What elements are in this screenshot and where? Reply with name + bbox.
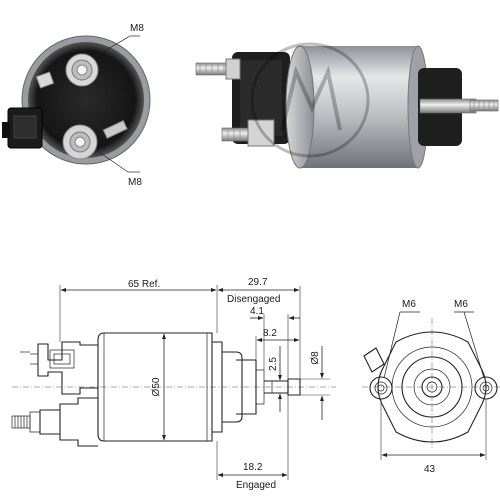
label-4-1: 4.1 [250, 306, 264, 317]
dim-4-1: 4.1 [250, 306, 300, 381]
silver-cylinder-body [285, 45, 429, 169]
threaded-stud [11, 415, 31, 429]
solenoid-body-outline [97, 332, 301, 442]
dim-engaged: 18.2 Engaged [216, 395, 289, 491]
callout-m6-right: M6 [454, 299, 468, 310]
terminal-block [11, 341, 98, 447]
connector-plug [2, 107, 43, 149]
label-8-2: 8.2 [263, 328, 277, 339]
photo-front-view: M8 M8 [2, 23, 151, 188]
top-terminal-bolt [65, 53, 99, 87]
bottom-stud [221, 119, 275, 147]
label-dia-8: Ø8 [310, 351, 321, 365]
dim-diameter-50: Ø50 [151, 333, 166, 441]
dim-overall-length: 65 Ref. [59, 279, 218, 342]
callout-m8-top: M8 [130, 23, 144, 34]
label-2-5: 2.5 [268, 357, 279, 371]
bottom-terminal-bolt [62, 120, 128, 160]
label-65-ref: 65 Ref. [128, 279, 160, 290]
photo-side-view [195, 42, 499, 169]
dim-2-5: 2.5 [268, 346, 282, 412]
terminal-left [369, 376, 393, 400]
end-view-drawing: M6 M6 43 [362, 299, 500, 475]
plunger-shaft [419, 98, 499, 114]
label-engaged: Engaged [236, 480, 276, 491]
dim-disengaged: 29.7 Disengaged [217, 277, 301, 379]
label-dia-50: Ø50 [151, 377, 162, 396]
dim-diameter-8: Ø8 [300, 346, 330, 420]
side-view-drawing: 65 Ref. 29.7 Disengaged 4.1 8.2 2.5 [11, 277, 336, 491]
top-stud [195, 58, 241, 80]
dim-8-2: 8.2 [255, 328, 300, 360]
label-43: 43 [424, 464, 436, 475]
callout-m8-bottom: M8 [128, 177, 142, 188]
label-29-7: 29.7 [248, 277, 268, 288]
label-disengaged: Disengaged [227, 294, 280, 305]
label-18-2: 18.2 [243, 462, 263, 473]
dim-width-43: 43 [380, 399, 487, 475]
watermark-mark [250, 42, 370, 158]
callout-m6-left: M6 [402, 299, 416, 310]
